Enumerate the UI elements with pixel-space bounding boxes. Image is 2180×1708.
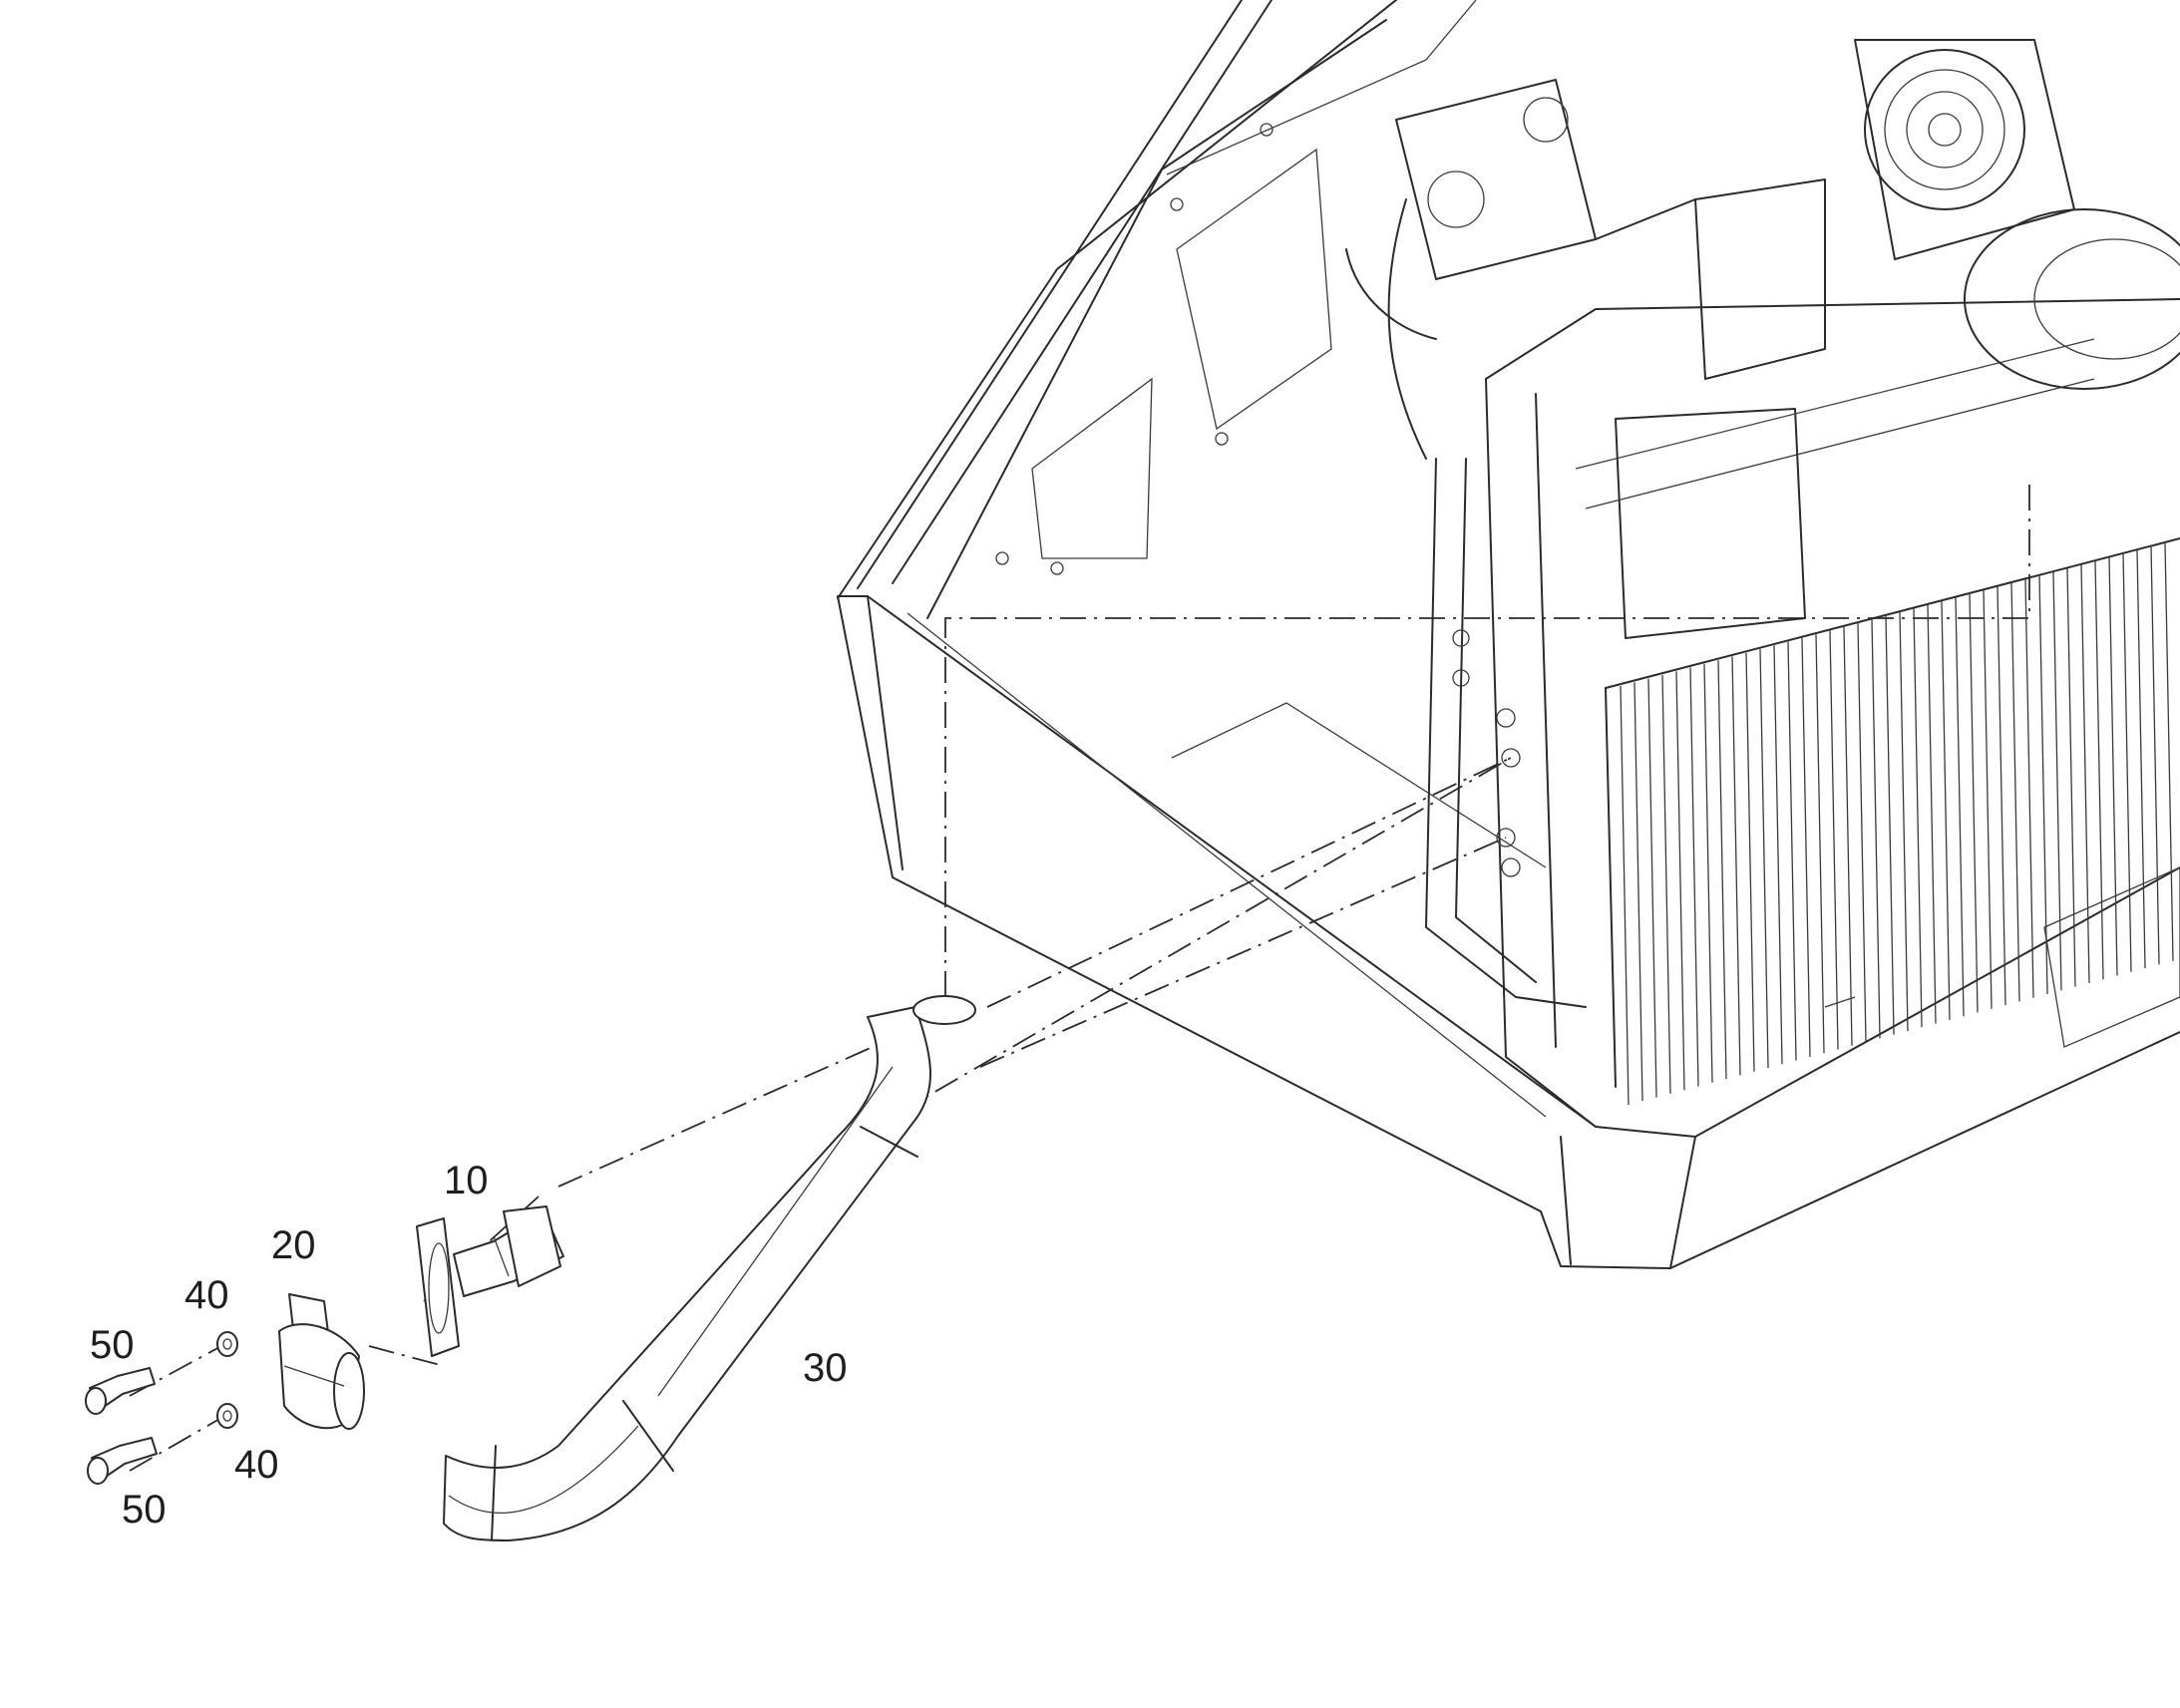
washer-upper [216,1331,238,1357]
radiator-fin [2150,545,2160,965]
radiator-fin [1969,593,1979,1013]
radiator-fin [1955,597,1965,1017]
radiator-side-bracket [1425,458,1587,1008]
part-10-flange-sleeve [416,1205,564,1357]
callout-50-upper: 50 [90,1323,135,1367]
radiator-fin [1885,615,1895,1035]
radiator-fin [1689,667,1699,1087]
radiator-fin [2108,556,2118,976]
radiator-fin [1647,678,1657,1098]
radiator-fin [2052,571,2062,991]
radiator-assembly [1485,298,2180,1128]
radiator-fin [2024,578,2034,998]
radiator-fin [2066,567,2076,987]
radiator-fin [1620,685,1630,1106]
radiator-fin [1801,637,1811,1057]
radiator-fin [1731,656,1741,1076]
part-30-hose [443,995,976,1541]
radiator-fin [2122,552,2132,972]
engine-top-components [1345,39,2180,460]
hose-end-top [912,995,976,1025]
radiator-fin [2164,541,2174,961]
radiator-fin [1745,652,1755,1072]
radiator-fin [1703,663,1713,1083]
callout-50-lower: 50 [122,1488,167,1532]
radiator-fin [1899,611,1909,1032]
front-frame-beam [837,595,2180,1269]
fan-guard [1864,49,2025,210]
washer-lower [216,1403,238,1429]
radiator-fin [1829,630,1839,1050]
callout-30: 30 [803,1346,848,1390]
radiator-fin [1634,682,1643,1102]
part-50-bolts [85,1367,158,1485]
radiator-fin [2094,560,2104,980]
callout-10: 10 [444,1159,489,1202]
radiator-fin [1661,674,1671,1094]
radiator-fin [1983,589,1993,1009]
machine-frame [837,0,1477,619]
radiator-fin [1787,641,1797,1061]
radiator-fin [1871,619,1881,1039]
radiator-fin [1913,608,1923,1028]
part-40-washers [216,1331,238,1429]
radiator-fin [1857,623,1867,1043]
radiator-fin [1675,671,1685,1091]
radiator-fins [1620,541,2174,1106]
radiator-fin [1941,600,1951,1020]
radiator-fin [2010,582,2020,1002]
radiator-fin [2038,574,2048,995]
callout-labels: 10 20 30 40 40 50 50 [90,1159,848,1532]
callout-20: 20 [271,1223,316,1267]
radiator-fin [1927,604,1937,1024]
radiator-fin [2080,563,2090,983]
callout-40-upper: 40 [184,1273,229,1317]
radiator-fin [2136,549,2146,969]
radiator-fin [1717,660,1727,1080]
radiator-fin [1759,648,1769,1069]
radiator-fin [1997,586,2006,1006]
radiator-fin [1773,645,1783,1065]
callout-40-lower: 40 [234,1443,279,1487]
radiator-fin [1843,626,1853,1046]
part-20-elbow-bracket [278,1293,365,1430]
radiator-fin [1815,634,1825,1054]
